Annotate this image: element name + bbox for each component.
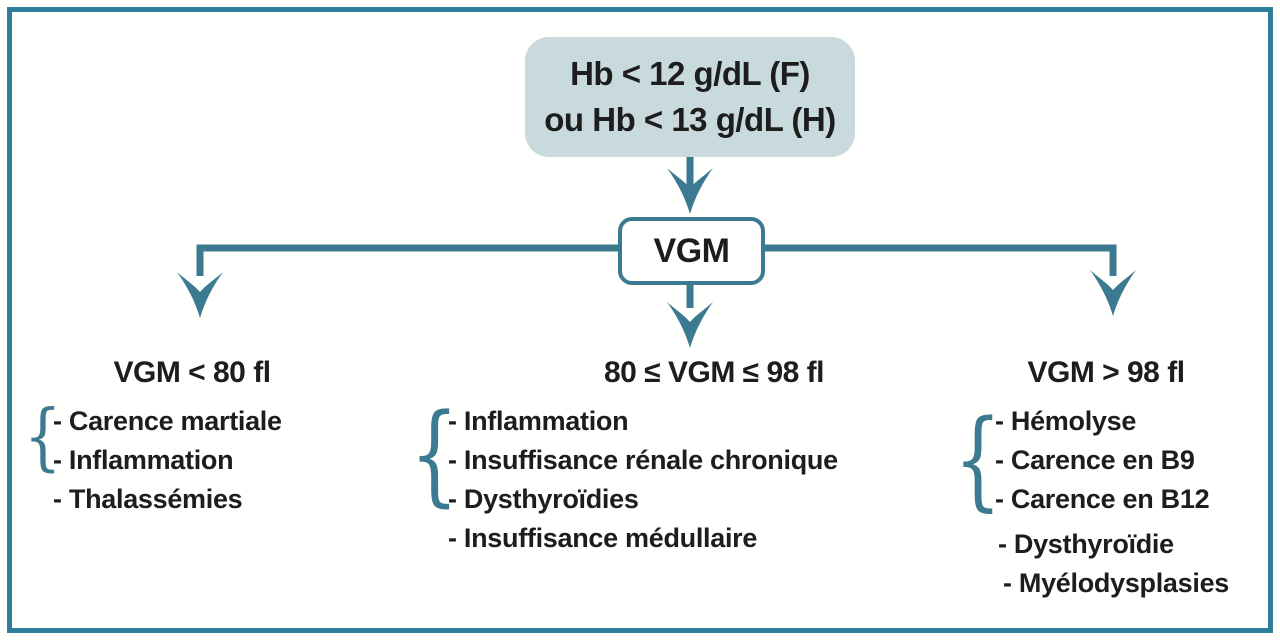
vgm-label: VGM — [653, 231, 730, 270]
vgm-decision-box: VGM — [618, 217, 765, 285]
branch-normocytic: 80 ≤ VGM ≤ 98 fl { - Inflammation - Insuf… — [410, 354, 1014, 558]
hb-threshold-box: Hb < 12 g/dL (F) ou Hb < 13 g/dL (H) — [525, 37, 855, 157]
branch-heading: 80 ≤ VGM ≤ 98 fl — [603, 356, 825, 389]
list-item: - Thalassémies — [53, 484, 243, 514]
hb-threshold-line2: ou Hb < 13 g/dL (H) — [544, 101, 836, 138]
list-item: - Dysthyroïdie — [998, 529, 1174, 559]
brace-icon: { — [410, 390, 459, 519]
arrowhead-down-icon — [177, 272, 223, 318]
branch-microcytic: VGM < 80 fl { - Carence martiale - Inflam… — [22, 354, 362, 519]
branch-heading: VGM < 80 fl — [113, 356, 271, 389]
list-item: - Inflammation — [448, 406, 629, 436]
brace-icon: { — [954, 396, 1002, 522]
branch-item-list: - Inflammation - Insuffisance rénale chro… — [448, 402, 1014, 558]
arrowhead-down-icon — [667, 302, 713, 348]
list-item: - Insuffisance médullaire — [448, 523, 758, 553]
list-item: - Hémolyse — [995, 406, 1137, 436]
hb-threshold-line1: Hb < 12 g/dL (F) — [570, 55, 810, 93]
list-item: - Carence en B9 — [995, 445, 1195, 475]
branch-item-list: - Carence martiale - Inflammation - Thalas… — [53, 402, 362, 519]
list-item: - Dysthyroïdies — [448, 484, 639, 514]
arrowhead-down-icon — [1090, 270, 1136, 316]
list-item: - Carence en B12 — [995, 484, 1210, 514]
arrowhead-down-icon — [667, 168, 713, 214]
list-item: - Insuffisance rénale chronique — [448, 445, 838, 475]
list-item: - Inflammation — [53, 445, 234, 475]
branch-macrocytic: VGM > 98 fl { - Hémolyse- Carence en B9-… — [946, 354, 1266, 603]
branch-item-list: - Hémolyse - Carence en B9 - Carence en B1… — [995, 402, 1266, 603]
list-item: - Myélodysplasies — [1003, 568, 1229, 598]
branch-heading: VGM > 98 fl — [1027, 356, 1185, 389]
brace-icon: { — [24, 392, 62, 480]
list-item: - Carence martiale — [53, 406, 282, 436]
outer-border — [7, 7, 1273, 633]
